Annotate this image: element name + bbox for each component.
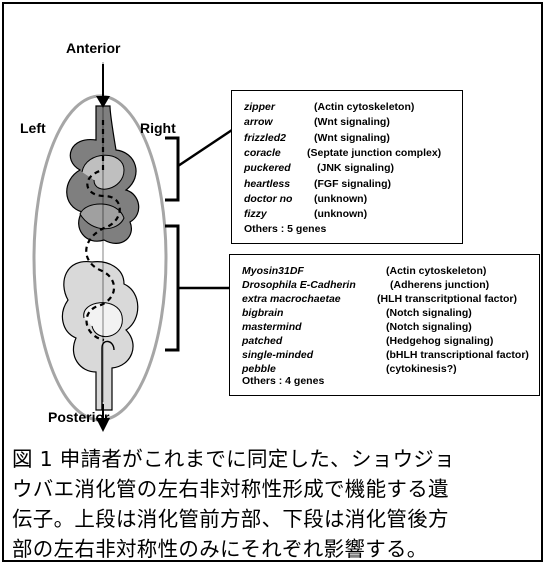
caption-line-1: 図 1 申請者がこれまでに同定した、ショウジョ: [12, 444, 537, 474]
gene-function: (bHLH transcriptional factor): [386, 349, 529, 361]
gene-function: (Actin cytoskeleton): [314, 101, 414, 113]
right-label: Right: [140, 120, 176, 136]
gene-name: coracle: [244, 147, 281, 159]
gene-function: (cytokinesis?): [386, 363, 457, 375]
anterior-gene-box: zipper (Actin cytoskeleton) arrow (Wnt sign…: [231, 90, 463, 244]
anterior-others-count: Others : 5 genes: [244, 223, 326, 235]
gene-name: mastermind: [242, 321, 302, 333]
gene-name: puckered: [244, 162, 291, 174]
gene-function: (Notch signaling): [386, 307, 472, 319]
anterior-label: Anterior: [66, 40, 120, 56]
lower-bracket: [165, 226, 232, 350]
left-label: Left: [20, 120, 46, 136]
gene-function: (unknown): [314, 208, 367, 220]
gene-function: (FGF signaling): [314, 178, 391, 190]
caption-line-3: 伝子。上段は消化管前方部、下段は消化管後方: [12, 504, 537, 534]
gene-function: (Wnt signaling): [314, 132, 390, 144]
gene-name: doctor no: [244, 193, 292, 205]
gene-name: Myosin31DF: [242, 265, 304, 277]
gene-name: extra macrochaetae: [242, 293, 341, 305]
posterior-others-count: Others : 4 genes: [242, 375, 324, 387]
upper-bracket: [165, 130, 232, 200]
anterior-arrow: [96, 64, 110, 108]
gene-function: (Wnt signaling): [314, 116, 390, 128]
gene-function: (Notch signaling): [386, 321, 472, 333]
gene-name: zipper: [244, 101, 275, 113]
figure-caption: 図 1 申請者がこれまでに同定した、ショウジョ ウバエ消化管の左右非対称性形成で…: [12, 444, 537, 564]
posterior-gene-box: Myosin31DF (Actin cytoskeleton) Drosophila…: [229, 254, 540, 396]
gene-name: single-minded: [242, 349, 313, 361]
posterior-label: Posterior: [48, 409, 109, 425]
posterior-gut-shape: [62, 262, 137, 410]
gene-name: patched: [242, 335, 282, 347]
gene-name: arrow: [244, 116, 273, 128]
gene-function: (Septate junction complex): [307, 147, 441, 159]
gene-name: bigbrain: [242, 307, 283, 319]
gene-name: pebble: [242, 363, 276, 375]
gene-name: frizzled2: [244, 132, 286, 144]
gene-name: fizzy: [244, 208, 267, 220]
gene-function: (Actin cytoskeleton): [386, 265, 486, 277]
caption-line-2: ウバエ消化管の左右非対称性形成で機能する遺: [12, 474, 537, 504]
gene-function: (Hedgehog signaling): [386, 335, 493, 347]
gene-name: Drosophila E-Cadherin: [242, 279, 356, 291]
gene-function: (JNK signaling): [317, 162, 394, 174]
gene-function: (Adherens junction): [390, 279, 489, 291]
gene-name: heartless: [244, 178, 290, 190]
caption-line-4: 部の左右非対称性のみにそれぞれ影響する。: [12, 534, 537, 564]
gene-function: (HLH transcritptional factor): [377, 293, 517, 305]
gene-function: (unknown): [314, 193, 367, 205]
